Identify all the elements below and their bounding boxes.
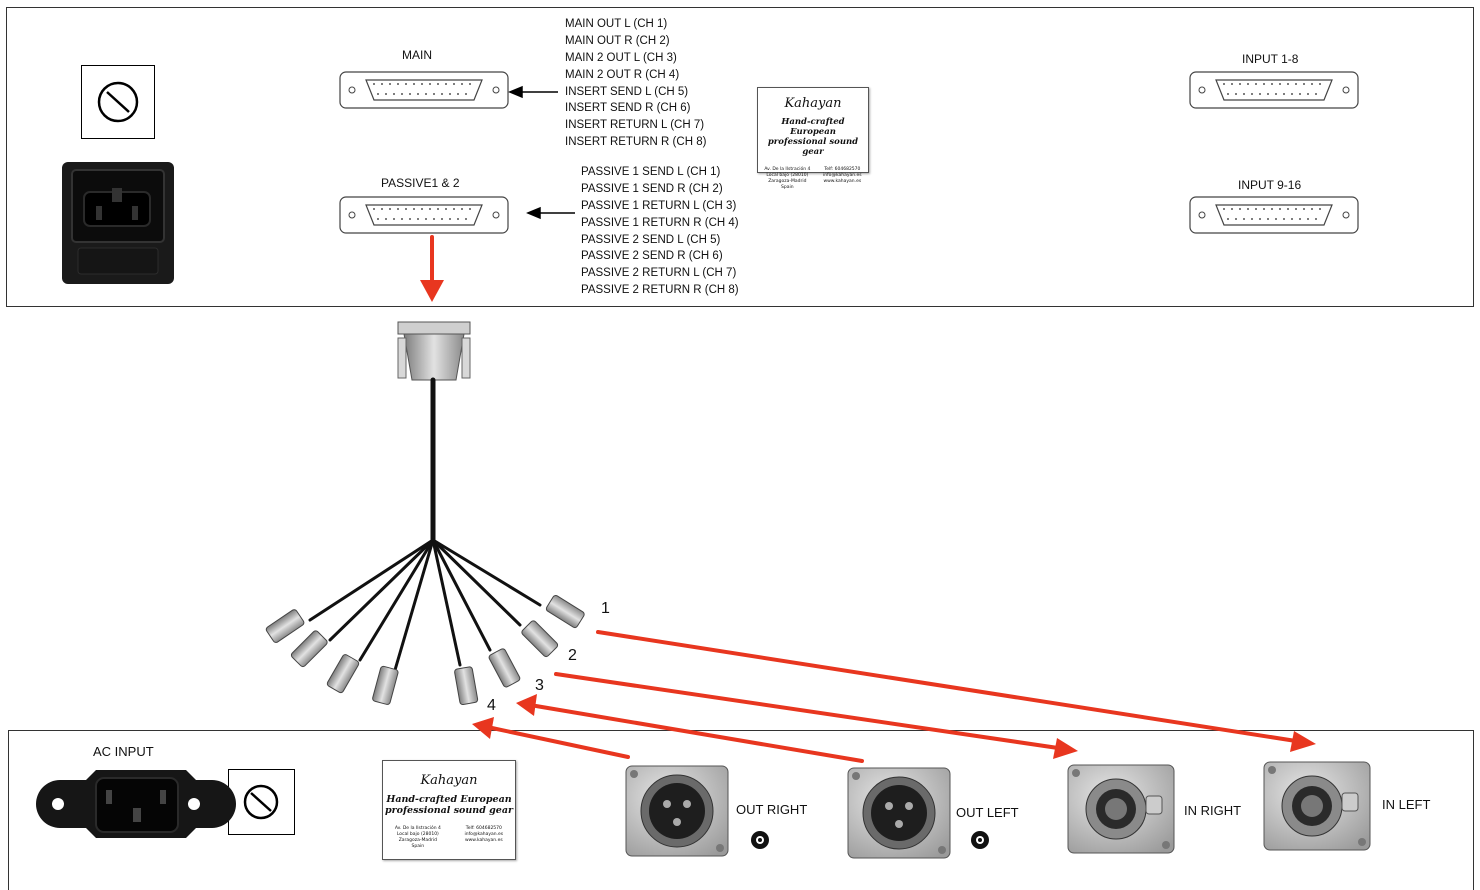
- ground-symbol-bottom: [228, 769, 295, 835]
- cable-number-3: 3: [535, 677, 544, 694]
- badge-address: Av. De la Ilstración 4 Local bajo (28010…: [383, 826, 515, 850]
- cable-number-2: 2: [568, 647, 577, 664]
- main-channel-list: MAIN OUT L (CH 1) MAIN OUT R (CH 2) MAIN…: [565, 16, 706, 151]
- ac-input-label: AC INPUT: [93, 744, 154, 759]
- badge-tagline: Hand-crafted European professional sound…: [383, 794, 515, 816]
- badge-address-line: Av. De la Ilstración 4: [764, 167, 811, 172]
- db25-breakout-plug: [397, 321, 471, 381]
- cable-number-4: 4: [487, 697, 496, 714]
- kahayan-logo: Kahayan: [784, 96, 842, 111]
- badge-contact-line: Telf: 604682570: [465, 826, 502, 831]
- passive-channel-item: PASSIVE 1 SEND L (CH 1): [581, 166, 721, 178]
- kahayan-badge-top: Kahayan Hand-crafted European profession…: [757, 87, 869, 190]
- passive-channel-item: PASSIVE 2 SEND L (CH 5): [581, 233, 721, 246]
- top-rear-panel: [6, 7, 1474, 307]
- badge-tagline-line: Hand-crafted European: [386, 794, 512, 805]
- badge-tagline-line: Hand-crafted European: [781, 117, 845, 137]
- passive-channel-item: PASSIVE 2 SEND R (CH 6): [581, 250, 723, 263]
- passive-channel-item: PASSIVE 1 RETURN L (CH 3): [581, 199, 737, 212]
- badge-contact-line: www.kahayan.es: [823, 179, 862, 184]
- passive-channel-item: PASSIVE 1 RETURN R (CH 4): [581, 216, 739, 229]
- badge-tagline-line: professional sound gear: [384, 805, 514, 816]
- in-right-label: IN RIGHT: [1184, 803, 1242, 818]
- iec-power-inlet-top: [56, 158, 180, 290]
- out-left-label: OUT LEFT: [956, 805, 1019, 820]
- main-channel-item: INSERT SEND L (CH 5): [565, 85, 689, 98]
- breakout-cable: [308, 377, 542, 672]
- cable-number-1: 1: [601, 600, 610, 617]
- main-channel-item: INSERT SEND R (CH 6): [565, 102, 691, 115]
- main-channel-item: INSERT RETURN R (CH 8): [565, 136, 707, 149]
- passive-channel-item: PASSIVE 2 RETURN R (CH 8): [581, 284, 739, 297]
- badge-tagline: Hand-crafted European professional sound…: [758, 117, 868, 157]
- badge-address-line: Local bajo (28010): [396, 832, 439, 837]
- main-channel-item: MAIN OUT R (CH 2): [565, 34, 670, 47]
- badge-tagline-line: professional sound gear: [767, 137, 859, 157]
- input-9-16-label: INPUT 9-16: [1238, 178, 1302, 192]
- badge-address-line: Zaragoza-Madrid: [768, 179, 807, 184]
- passive-channel-item: PASSIVE 1 SEND R (CH 2): [581, 182, 723, 195]
- badge-contact-line: info@kahayan.es: [823, 173, 862, 178]
- ground-symbol-top: [81, 65, 155, 139]
- badge-address: Av. De la Ilstración 4 Local bajo (28010…: [758, 167, 868, 191]
- badge-address-line: Local bajo (28010): [766, 173, 809, 178]
- in-left-label: IN LEFT: [1382, 797, 1431, 812]
- passive-connector-label: PASSIVE1 & 2: [381, 176, 460, 190]
- badge-contact-line: info@kahayan.es: [464, 832, 504, 837]
- main-channel-item: MAIN 2 OUT L (CH 3): [565, 51, 677, 64]
- main-channel-item: MAIN 2 OUT R (CH 4): [565, 68, 680, 81]
- passive-channel-item: PASSIVE 2 RETURN L (CH 7): [581, 267, 737, 280]
- badge-address-line: Zaragoza-Madrid: [398, 838, 437, 843]
- badge-address-line: Av. De la Ilstración 4: [394, 826, 441, 831]
- main-connector-label: MAIN: [402, 48, 432, 62]
- out-right-label: OUT RIGHT: [736, 802, 808, 817]
- passive-channel-list: PASSIVE 1 SEND L (CH 1) PASSIVE 1 SEND R…: [581, 164, 739, 299]
- input-1-8-label: INPUT 1-8: [1242, 52, 1299, 66]
- main-channel-item: MAIN OUT L (CH 1): [565, 18, 668, 30]
- kahayan-logo: Kahayan: [420, 773, 478, 788]
- badge-address-line: Spain: [781, 185, 794, 190]
- badge-address-line: Spain: [411, 844, 425, 849]
- badge-contact-line: Telf: 604682570: [824, 167, 861, 172]
- main-channel-item: INSERT RETURN L (CH 7): [565, 119, 705, 132]
- red-signal-arrows: [420, 235, 1316, 763]
- kahayan-badge-bottom: Kahayan Hand-crafted European profession…: [382, 760, 516, 860]
- badge-contact-line: www.kahayan.es: [464, 838, 503, 843]
